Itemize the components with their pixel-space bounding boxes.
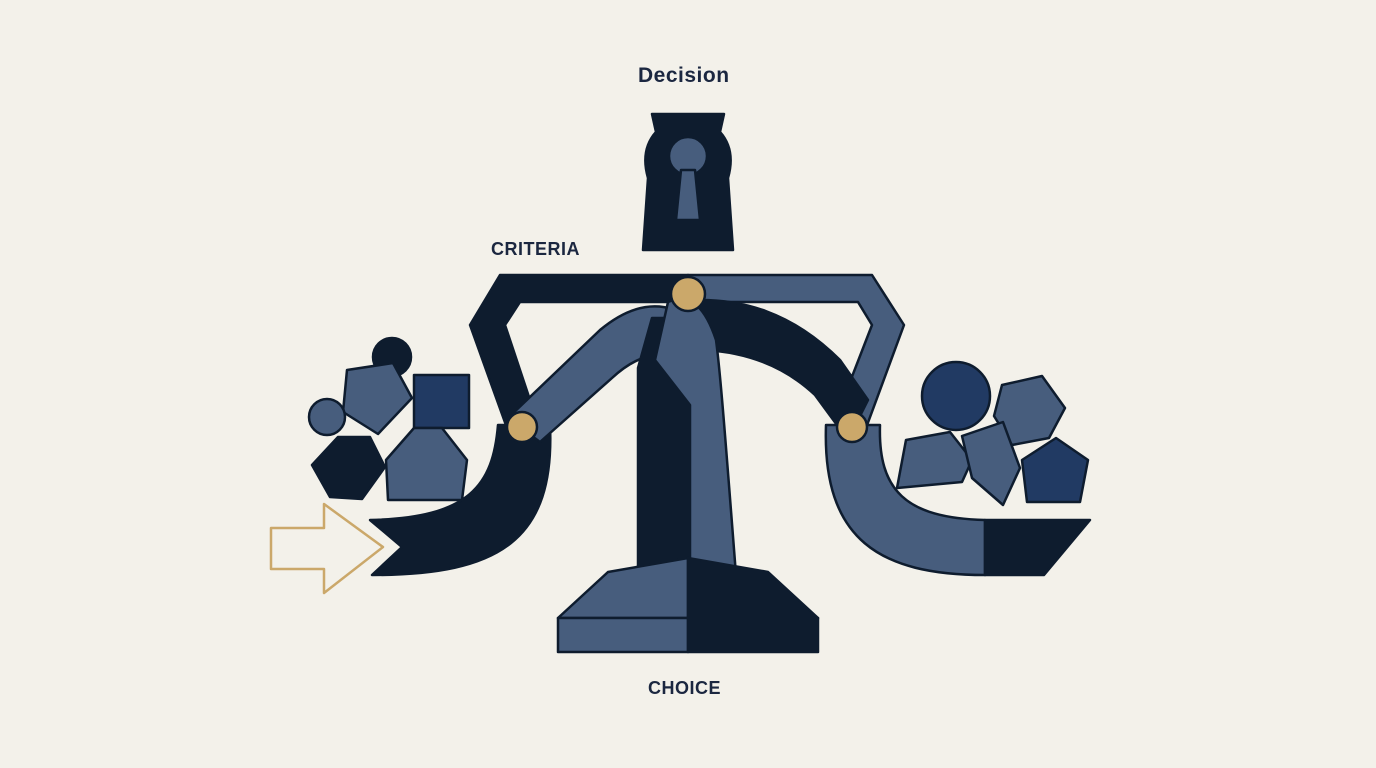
pivot-joint-icon [669, 275, 707, 313]
keyhole-icon [641, 112, 735, 252]
base-plinth-left [556, 616, 690, 654]
pentagon-icon [895, 430, 974, 490]
arrow-right-icon [269, 502, 385, 595]
base-plinth-right [686, 616, 820, 654]
pivot-joint-icon [835, 410, 869, 444]
square-icon [412, 373, 471, 430]
left-pan-arm [368, 423, 552, 577]
choice-label: CHOICE [648, 678, 722, 698]
pentagon-icon [960, 420, 1022, 507]
base-right [686, 556, 820, 620]
circle-icon [920, 360, 992, 432]
circle-icon [307, 397, 347, 437]
right-pan-tip [983, 518, 1092, 577]
criteria-label: CRITERIA [491, 239, 580, 259]
pentagon-icon [1020, 436, 1090, 504]
pentagon-icon [384, 426, 469, 502]
hexagon-icon [992, 374, 1067, 447]
pivot-joint-icon [505, 410, 539, 444]
pentagon-icon [341, 361, 414, 436]
base-left [556, 556, 690, 620]
diagram-title: Decision [638, 64, 730, 87]
hexagon-icon [310, 435, 387, 501]
